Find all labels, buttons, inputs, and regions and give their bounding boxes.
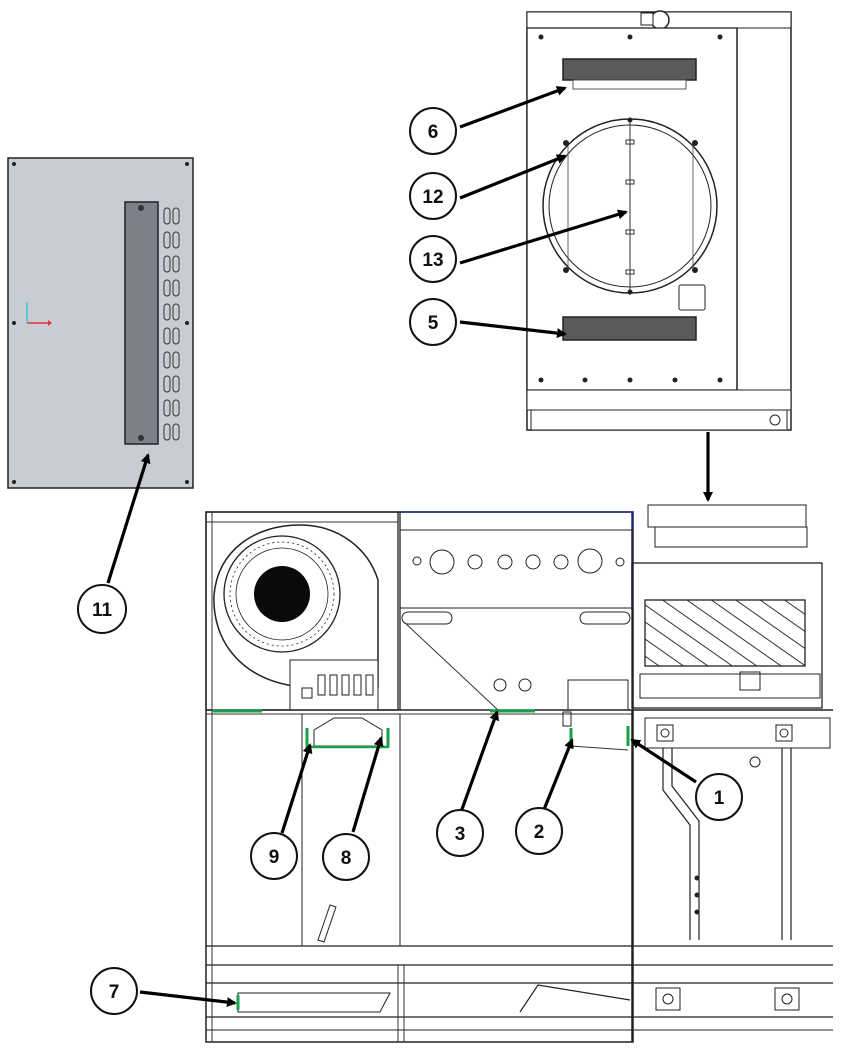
callout-6-label: 6 [428,122,439,143]
callout-1-label: 1 [714,788,725,809]
access-panel [7,157,194,489]
supply-transition [301,713,401,947]
round-collar [542,117,718,295]
callout-3: 3 [436,809,484,857]
callout-8-label: 8 [341,848,352,869]
callout-7: 7 [90,967,138,1015]
filter-bottom [562,316,697,341]
filter-top [562,58,697,81]
callout-2: 2 [515,807,563,855]
panel-handle [124,201,159,445]
coil-section [631,504,823,709]
callout-9: 9 [250,832,298,880]
callout-7-label: 7 [109,982,120,1003]
callout-9-label: 9 [269,847,280,868]
callout-13-label: 13 [422,250,443,271]
main-unit [205,504,833,1043]
callout-5-label: 5 [428,313,439,334]
callout-1: 1 [695,773,743,821]
piping-section [631,671,831,1042]
callout-12-label: 12 [422,187,443,208]
callout-3-label: 3 [455,824,466,845]
blower-fan [205,511,399,711]
callout-13: 13 [409,235,457,283]
callout-2-label: 2 [534,822,545,843]
callout-6: 6 [409,107,457,155]
callout-12: 12 [409,172,457,220]
leader-arrows [106,86,697,1008]
filter-door-assembly [526,10,792,431]
panel-vent-slots [163,207,180,441]
callout-11-label: 11 [92,600,113,621]
axis-indicator-icon [26,302,52,326]
base-rails [206,945,833,1042]
control-box [399,511,633,711]
callout-8: 8 [322,833,370,881]
callout-11: 11 [77,584,127,634]
callout-5: 5 [409,298,457,346]
